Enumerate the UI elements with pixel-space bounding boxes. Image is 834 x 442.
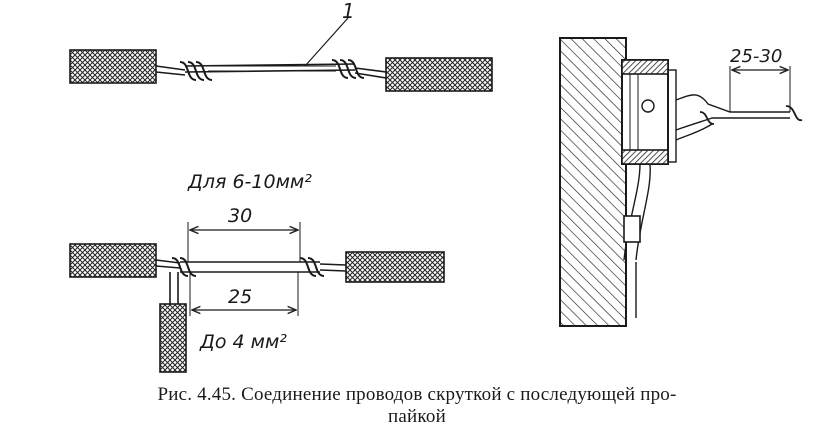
top-left-wraps (179, 61, 213, 81)
branch-down-insulation (159, 303, 187, 373)
terminal-wire-wraps (699, 105, 803, 125)
branch-right-wraps (299, 257, 325, 277)
wall (559, 37, 627, 327)
terminal-screw (641, 99, 655, 113)
callout-number: 1 (342, 0, 355, 23)
branch-splice (69, 222, 445, 373)
top-right-wraps (331, 59, 365, 79)
dim-25-30-label: 25-30 (730, 46, 782, 67)
label-up-to-4: До 4 мм² (199, 331, 287, 353)
terminal-body (621, 59, 669, 165)
branch-left-wraps (171, 257, 197, 277)
figure-caption: Рис. 4.45. Соединение проводов скруткой … (0, 384, 834, 428)
caption-line-2: пайкой (388, 406, 446, 427)
wall-terminal (559, 37, 803, 327)
top-right-insulation (385, 57, 493, 92)
dim-25-label: 25 (228, 286, 252, 308)
caption-line-1: Рис. 4.45. Соединение проводов скруткой … (157, 384, 677, 405)
callout-leader (304, 17, 349, 67)
branch-right-insulation (345, 251, 445, 283)
branch-left-insulation (69, 243, 157, 278)
top-left-insulation (69, 49, 157, 84)
top-splice (69, 17, 493, 92)
lower-clamp (623, 215, 641, 243)
dim-30-label: 30 (228, 205, 252, 227)
label-for-6-10: Для 6-10мм² (187, 171, 312, 193)
